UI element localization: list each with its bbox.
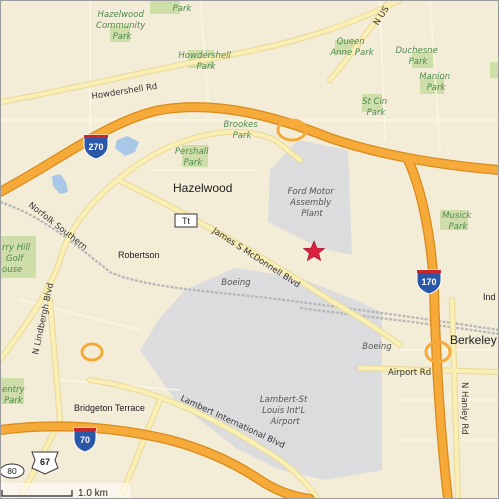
airport-grounds (140, 268, 382, 480)
place-ind: Ind (483, 292, 496, 302)
park-area (412, 52, 434, 68)
park-label-hazelwood-community: Hazelwood Community Park (96, 10, 148, 42)
place-hazelwood: Hazelwood (173, 181, 232, 195)
park-area (0, 236, 36, 278)
park-area (182, 145, 208, 167)
minor-road (429, 0, 441, 151)
shield-i270[interactable]: 270 (83, 134, 109, 160)
boeing-label-west: Boeing (221, 278, 251, 288)
shield-us67[interactable]: 67 (31, 451, 59, 475)
scale-bar: 1.0 km (0, 483, 130, 499)
interchange-loop (276, 118, 308, 142)
state-route-shield-icon (0, 463, 25, 479)
interstate-shield-icon (416, 269, 442, 295)
interchange-loop (424, 340, 452, 364)
shield-label-tt: Tt (182, 216, 190, 226)
ford-plant-label: Ford Motor Assembly Plant (288, 187, 337, 219)
shield-label-270: 270 (88, 142, 103, 152)
park-label-st-cin: St Cin Park (362, 97, 390, 118)
shield-label-70: 70 (80, 435, 90, 445)
park-label-entry: entry Park (2, 385, 27, 406)
road-lindbergh (0, 130, 302, 362)
road-lambert (88, 378, 320, 499)
place-berkeley: Berkeley (450, 333, 497, 347)
road-south (118, 398, 162, 499)
institution-labels: Ford Motor Assembly Plant Boeing Boeing … (221, 187, 392, 427)
interstate-shield-top (417, 270, 441, 273)
shield-180[interactable]: 80 (0, 463, 25, 479)
place-bridgeton-terrace: Bridgeton Terrace (74, 403, 145, 413)
park-area (0, 378, 24, 404)
scale-bar-bg (0, 483, 130, 499)
park-area (420, 78, 444, 94)
road-west (18, 298, 63, 499)
location-star-marker[interactable] (302, 240, 326, 262)
shield-label-67: 67 (40, 457, 50, 467)
park-label-queen-anne: Queen Anne Park (329, 37, 374, 58)
shield-label-170: 170 (421, 277, 436, 287)
interchanges (80, 118, 452, 364)
park-label-manion: Manion Park (419, 72, 453, 93)
interchange-loop (80, 342, 104, 362)
rail-line (299, 306, 499, 336)
rail-lines (0, 200, 499, 336)
ford-plant-grounds (268, 140, 352, 255)
shield-label-80: 80 (7, 466, 17, 476)
interstate-shield-icon (83, 134, 109, 160)
airport-label: Lambert-St Louis Int'L Airport (260, 395, 310, 427)
rail-line (0, 200, 499, 332)
us-route-shield-icon (31, 451, 59, 475)
place-labels: Hazelwood Robertson Bridgeton Terrace Be… (74, 181, 497, 413)
park-area (440, 210, 468, 230)
i70-route (0, 422, 314, 499)
park-labels: Park Hazelwood Community Park Howdershel… (2, 4, 474, 406)
park-area (362, 94, 382, 112)
road-mcdonnell (116, 178, 402, 347)
park-label-pershall: Pershall Park (175, 147, 211, 168)
road-label-n-hanley: N Hanley Rd (459, 382, 469, 435)
shield-i170[interactable]: 170 (416, 269, 442, 295)
road-hanley (450, 298, 460, 499)
park-areas (0, 0, 499, 404)
road-label-airport-rd: Airport Rd (388, 368, 431, 378)
park-label-musick: Musick Park (442, 211, 474, 232)
park-area (490, 62, 499, 78)
park-area (110, 26, 130, 42)
park-label-brookes: Brookes Park (223, 120, 260, 141)
park-label-howdershell: Howdershell Park (178, 51, 233, 72)
interstate-shield-icon (73, 427, 97, 453)
interstate-shield-top (84, 135, 108, 138)
scale-bar-line (1, 490, 73, 497)
shield-tt[interactable]: Tt (174, 213, 198, 228)
lake (115, 136, 139, 156)
park-label-duchesne: Duchesne Park (396, 46, 441, 67)
boeing-label-east: Boeing (362, 342, 392, 352)
road-airport (358, 366, 499, 374)
shield-i70[interactable]: 70 (73, 427, 97, 453)
place-robertson: Robertson (118, 250, 160, 260)
park-label-top: Park (173, 4, 193, 14)
scale-bar-label: 1.0 km (78, 488, 108, 499)
interstate-shield-top (74, 428, 96, 431)
i170-route (404, 156, 452, 499)
park-label-ferry-hill-golf: rry Hill Golf ouse (2, 243, 33, 275)
park-area (150, 0, 180, 14)
lake (52, 174, 68, 194)
state-route-box-icon (174, 213, 198, 228)
road-us67-north (328, 0, 392, 82)
road-howdershell (0, 0, 402, 104)
minor-road (379, 0, 386, 141)
